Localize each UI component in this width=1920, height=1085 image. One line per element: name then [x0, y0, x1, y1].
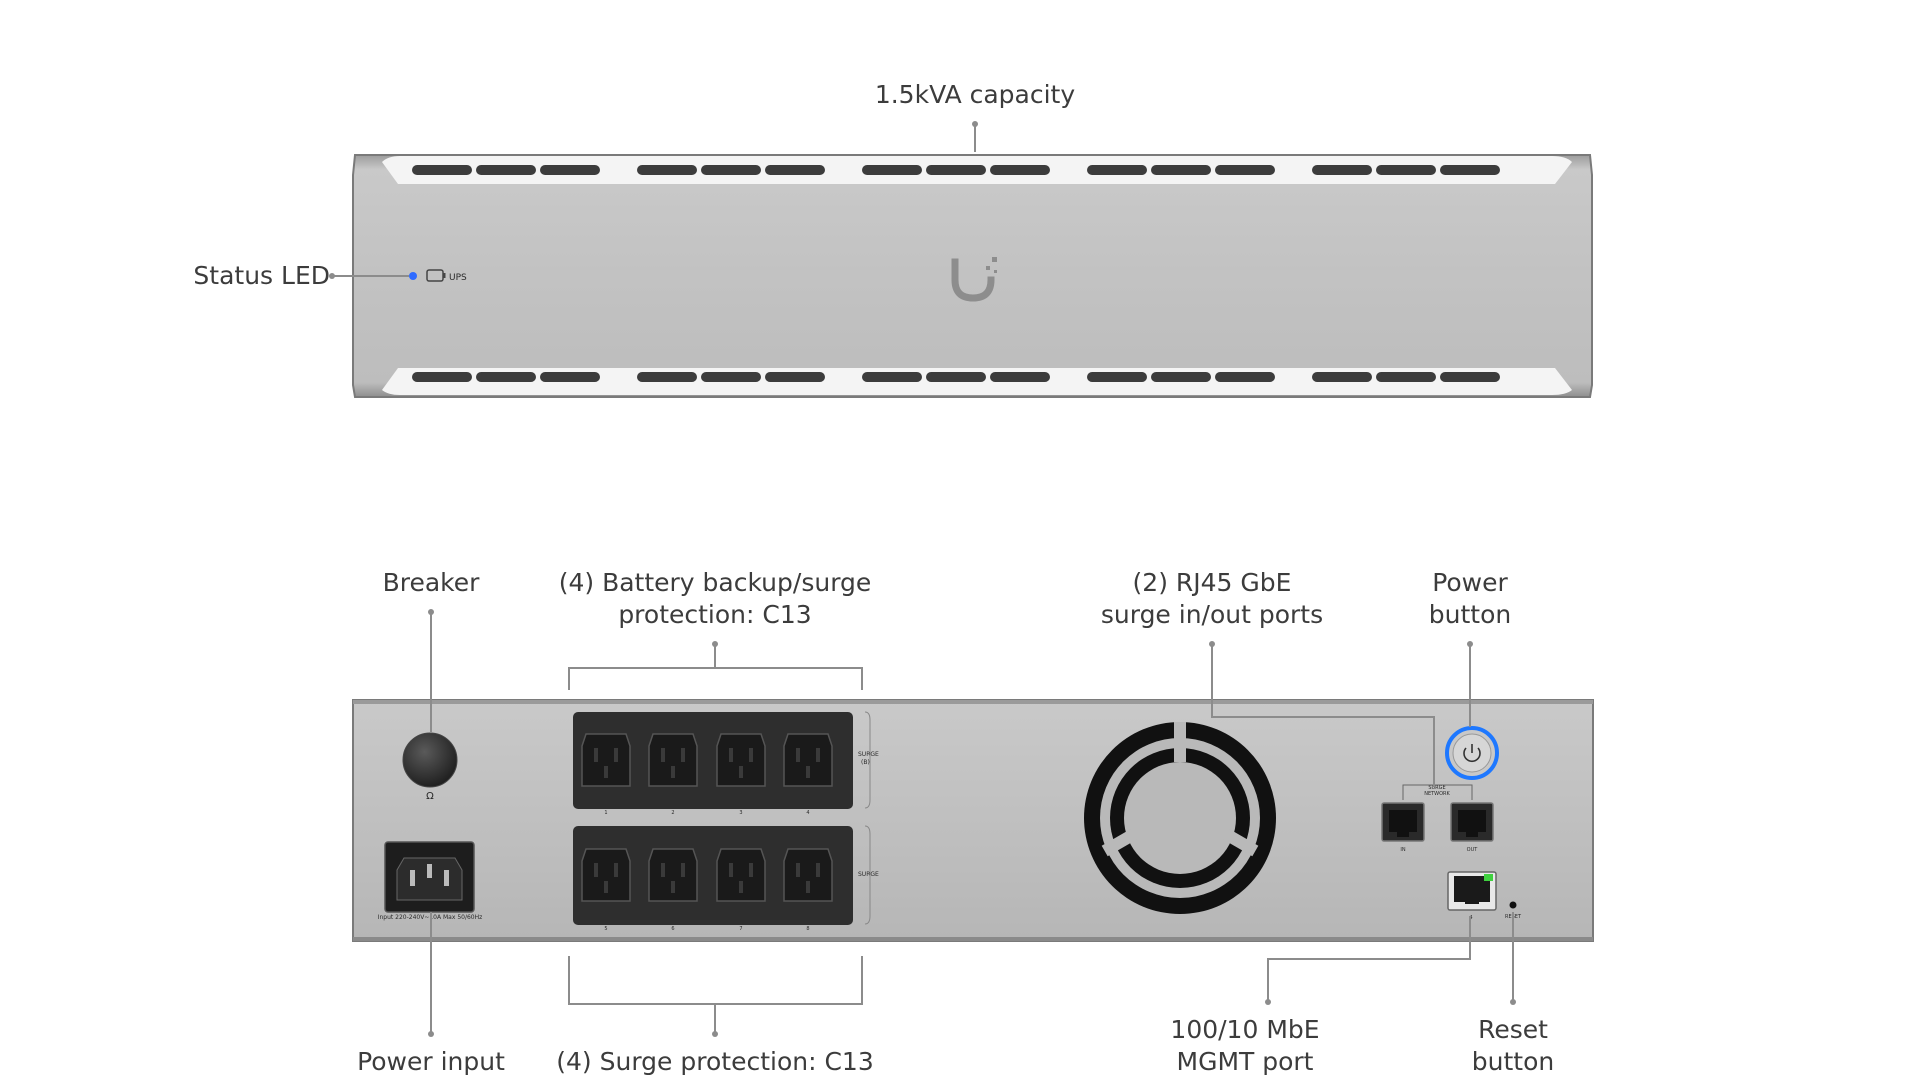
outlet-number: 1 — [604, 810, 607, 816]
vent-top-slot — [862, 165, 922, 175]
front-panel: UPS — [352, 154, 1593, 398]
vent-top-slot — [540, 165, 600, 175]
vent-top-slot — [1087, 165, 1147, 175]
vent-top-slot — [990, 165, 1050, 175]
battery-backup-callout: (4) Battery backup/surge protection: C13 — [558, 568, 872, 629]
vent-top-slot — [1151, 165, 1211, 175]
c13-outlet-battery-backup — [581, 733, 631, 787]
outlet-number: 8 — [806, 926, 809, 932]
outlet-group-top-label: SURGE(B) — [858, 751, 879, 766]
power-inlet: Input 220-240V~10A Max 50/60Hz — [378, 841, 482, 921]
vent-bottom-slot — [637, 372, 697, 382]
outlet-number: 2 — [671, 810, 674, 816]
mgmt-port: 4 — [1447, 871, 1497, 921]
breaker-callout: Breaker — [382, 568, 480, 597]
fan-grille — [1084, 722, 1276, 914]
outlet-numbers: 1 2 3 4 5 6 7 8 — [604, 810, 809, 932]
power-button-callout: Power button — [1428, 568, 1512, 629]
outlet-number: 3 — [739, 810, 742, 816]
vent-bottom-slot — [926, 372, 986, 382]
vent-top-slot — [476, 165, 536, 175]
status-led-callout: Status LED — [193, 261, 330, 290]
capacity-callout: 1.5kVA capacity — [874, 80, 1076, 109]
vent-bottom-slot — [765, 372, 825, 382]
outlet-block-top: SURGE(B) — [573, 711, 879, 809]
vent-bottom-slot — [1215, 372, 1275, 382]
c13-outlet-battery-backup — [648, 733, 698, 787]
outlet-number: 6 — [671, 926, 674, 932]
mgmt-port-callout: 100/10 MbE MGMT port — [1170, 1015, 1320, 1076]
rear-panel: Ω Input 220-240V~10A Max 50/60Hz SURGE(B… — [352, 699, 1594, 942]
vent-bottom-slot — [1440, 372, 1500, 382]
c13-outlet-surge — [581, 848, 631, 902]
port-in-label: IN — [1400, 847, 1405, 853]
c13-outlet-battery-backup — [783, 733, 833, 787]
c13-outlet-battery-backup — [716, 733, 766, 787]
outlet-block-bottom: SURGE — [573, 825, 879, 925]
vent-bottom-slot — [1376, 372, 1436, 382]
vent-top-slot — [1215, 165, 1275, 175]
vent-bottom-slot — [412, 372, 472, 382]
outlet-number: 7 — [739, 926, 742, 932]
vent-bottom-slot — [1151, 372, 1211, 382]
vent-bottom-slot — [701, 372, 761, 382]
vent-bottom-slot — [476, 372, 536, 382]
vent-top-slot — [1376, 165, 1436, 175]
ups-led-label: UPS — [449, 273, 467, 283]
breaker-mark: Ω — [426, 791, 434, 802]
reset-button-callout: Reset button — [1471, 1015, 1555, 1076]
outlet-group-bottom-label: SURGE — [858, 871, 879, 878]
front-vents — [412, 165, 1500, 382]
vent-top-slot — [637, 165, 697, 175]
c13-outlet-surge — [783, 848, 833, 902]
vent-top-slot — [1312, 165, 1372, 175]
outlet-number: 4 — [806, 810, 809, 816]
vent-bottom-slot — [862, 372, 922, 382]
vent-bottom-slot — [1087, 372, 1147, 382]
vent-top-slot — [926, 165, 986, 175]
status-led: UPS — [409, 269, 467, 283]
leader-lines — [329, 121, 1516, 1037]
power-input-callout: Power input — [357, 1047, 505, 1076]
power-button[interactable] — [1445, 726, 1499, 780]
c13-outlet-surge — [648, 848, 698, 902]
vent-top-slot — [701, 165, 761, 175]
vent-bottom-slot — [1312, 372, 1372, 382]
brand-logo-icon — [951, 257, 997, 302]
vent-bottom-slot — [990, 372, 1050, 382]
outlet-number: 5 — [604, 926, 607, 932]
port-out-label: OUT — [1467, 847, 1479, 853]
vent-top-slot — [765, 165, 825, 175]
surge-protection-callout: (4) Surge protection: C13 — [556, 1047, 874, 1076]
vent-top-slot — [1440, 165, 1500, 175]
c13-outlet-surge — [716, 848, 766, 902]
vent-top-slot — [412, 165, 472, 175]
rj45-ports-callout: (2) RJ45 GbE surge in/out ports — [1100, 568, 1324, 629]
vent-bottom-slot — [540, 372, 600, 382]
